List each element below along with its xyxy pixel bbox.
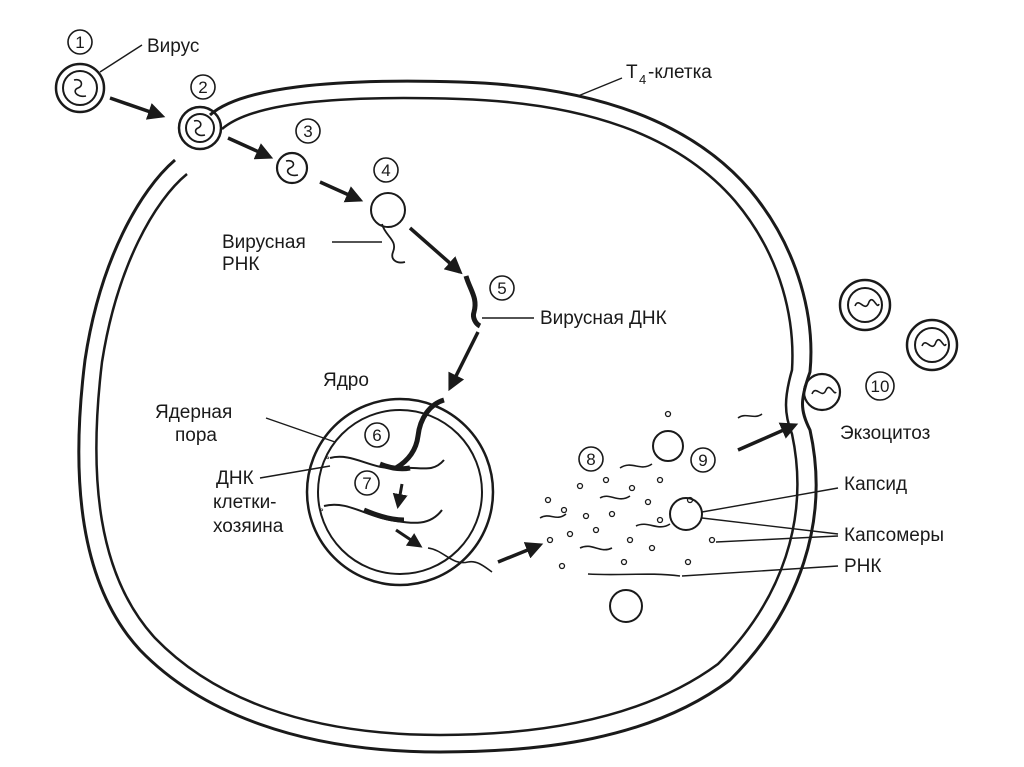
rna-label: РНК xyxy=(844,556,881,577)
step-8-marker xyxy=(578,446,604,472)
host-dna-label-line3: хозяина xyxy=(213,516,284,537)
step-4-marker xyxy=(373,157,399,183)
host-dna-label-line2: клетки- xyxy=(213,492,277,513)
step-1-marker xyxy=(67,29,93,55)
nuclear-pore-label-line2: пора xyxy=(175,425,217,446)
capsid-label: Капсид xyxy=(844,474,907,495)
step-2-fusion: 2 xyxy=(177,74,274,160)
step-6-number: 6 xyxy=(372,426,381,445)
capsomeres-label: Капсомеры xyxy=(844,525,944,546)
viral-rna-label-line2: РНК xyxy=(222,254,259,275)
nucleus: Ядро 6 ˚ 7 ˚ Ядерная пора ДНК клетки- хо… xyxy=(155,370,544,587)
step-4-rna-release: 4 Вирусная РНК xyxy=(222,157,463,275)
step-9-marker xyxy=(690,447,716,473)
exocytosis-label: Экзоцитоз xyxy=(840,423,930,444)
step-10-number: 10 xyxy=(871,377,890,396)
step-10-exocytosis: 10 Экзоцитоз xyxy=(802,278,959,444)
uncoated-virus xyxy=(275,151,309,185)
fusing-virus-inner xyxy=(185,113,215,143)
virus-label: Вирус xyxy=(147,36,199,57)
arrow-into-nucleus xyxy=(392,483,408,509)
step-9-number: 9 xyxy=(698,451,707,470)
arrow-4-5 xyxy=(408,226,463,275)
arrow-9-10 xyxy=(737,422,799,452)
step-1-number: 1 xyxy=(75,33,84,52)
step-4-number: 4 xyxy=(381,161,390,180)
step-3-uncoating: 3 xyxy=(275,118,364,203)
step-3-marker xyxy=(295,118,321,144)
free-capsid-middle xyxy=(669,497,703,531)
step-2-marker xyxy=(190,74,216,100)
dna-end-mark-6: ˚ xyxy=(326,455,330,469)
viral-dna-label: Вирусная ДНК xyxy=(540,308,667,329)
viral-dna-strand xyxy=(463,275,482,329)
viral-rna-strand xyxy=(381,223,406,264)
step-9-assembly: 9 xyxy=(690,422,799,473)
step-5-marker xyxy=(489,275,515,301)
fusing-virus-outer xyxy=(177,105,223,151)
capsid-core xyxy=(370,192,406,228)
viral-rna-label-line1: Вирусная xyxy=(222,232,306,253)
step-7-number: 7 xyxy=(362,474,371,493)
step-3-number: 3 xyxy=(303,122,312,141)
nuclear-envelope-outer xyxy=(305,397,495,587)
cell-label: Т 4 -клетка xyxy=(577,62,712,97)
arrow-2-3 xyxy=(227,136,274,160)
step-5-number: 5 xyxy=(497,279,506,298)
step-7-marker xyxy=(354,470,380,496)
cell-membrane xyxy=(77,79,818,754)
nuclear-envelope-inner xyxy=(317,409,483,575)
free-capsid-top xyxy=(652,430,684,462)
step-6-marker xyxy=(364,422,390,448)
dna-end-mark-7: ˚ xyxy=(320,507,324,521)
arrow-5-nucleus xyxy=(448,331,480,392)
step-8-number: 8 xyxy=(586,450,595,469)
virus-rna-squiggle xyxy=(73,78,87,98)
arrow-mrna-export xyxy=(395,528,423,548)
cell-label-suffix: -клетка xyxy=(648,62,712,83)
host-dna-label-line1: ДНК xyxy=(216,468,254,489)
step-8-synthesis: 8 xyxy=(539,410,763,623)
virus-inner-envelope xyxy=(62,70,98,106)
cell-label-subscript: 4 xyxy=(639,72,646,87)
component-labels: Капсид Капсомеры РНК xyxy=(681,474,944,577)
viral-dna-entering-nucleus xyxy=(394,397,445,471)
budding-virus xyxy=(802,372,842,412)
nucleus-label: Ядро xyxy=(323,370,369,391)
step-1-virus: 1 Вирус xyxy=(54,29,199,120)
capsomere-dots xyxy=(544,410,716,570)
released-virion-2 xyxy=(905,318,959,372)
nuclear-pore xyxy=(447,402,475,422)
nuclear-pore-label-line1: Ядерная xyxy=(155,402,232,423)
exported-rna xyxy=(427,547,493,573)
step-10-marker xyxy=(865,371,895,401)
virus-outer-envelope xyxy=(54,62,106,114)
step-2-number: 2 xyxy=(198,78,207,97)
host-dna-strand-7 xyxy=(323,503,443,524)
free-capsid-bottom xyxy=(609,589,643,623)
arrow-to-cytoplasm xyxy=(497,542,544,564)
cell-label-letter: Т xyxy=(626,62,638,83)
released-virion-1 xyxy=(838,278,892,332)
cytoplasm-rna-strands xyxy=(539,413,763,577)
step-5-reverse-transcription: 5 Вирусная ДНК xyxy=(448,275,667,392)
arrow-3-4 xyxy=(319,180,364,203)
arrow-1-2 xyxy=(109,96,166,120)
